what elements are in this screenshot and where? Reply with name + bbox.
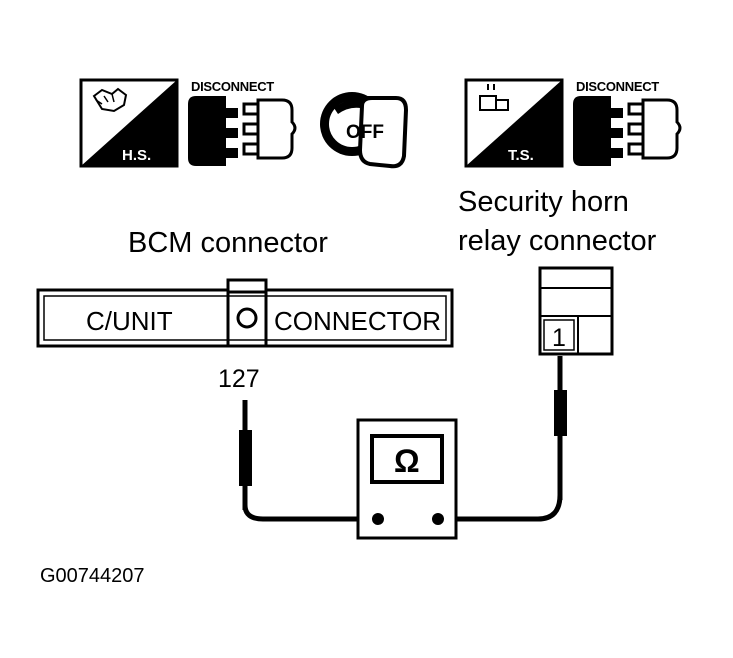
disconnect-label-1: DISCONNECT xyxy=(191,79,274,94)
disconnect-connector-icon-1: DISCONNECT xyxy=(188,79,297,166)
ohmmeter-right-jack xyxy=(432,513,444,525)
ohmmeter-left-jack xyxy=(372,513,384,525)
ohmmeter: Ω xyxy=(356,418,458,540)
bcm-latch-circle xyxy=(236,307,258,329)
ohm-symbol: Ω xyxy=(394,443,420,479)
security-horn-label-line2: relay connector xyxy=(458,225,657,257)
bcm-connector-label: BCM connector xyxy=(128,227,328,259)
security-horn-relay-connector: 1 xyxy=(538,266,614,356)
left-probe xyxy=(239,400,252,510)
left-test-lead xyxy=(242,504,378,522)
right-probe xyxy=(554,356,567,500)
ignition-switch-badge-text: T.S. xyxy=(508,147,534,164)
bcm-connector: C/UNIT CONNECTOR 127 xyxy=(36,278,454,393)
ignition-switch-icon: T.S. xyxy=(464,78,564,168)
security-horn-label-line1: Security horn xyxy=(458,186,629,218)
ignition-key-off-icon: OFF xyxy=(320,92,409,169)
hand-switch-badge-text: H.S. xyxy=(122,147,151,164)
right-test-lead xyxy=(438,494,563,522)
ignition-off-label: OFF xyxy=(346,122,384,143)
bcm-terminal-127: 127 xyxy=(218,365,260,393)
hand-switch-icon: H.S. xyxy=(79,78,179,168)
figure-code: G00744207 xyxy=(40,565,145,587)
relay-terminal-1: 1 xyxy=(552,324,566,352)
disconnect-label-2: DISCONNECT xyxy=(576,79,659,94)
bcm-connector-text: CONNECTOR xyxy=(274,306,441,336)
bcm-cunit-text: C/UNIT xyxy=(86,306,173,336)
disconnect-connector-icon-2: DISCONNECT xyxy=(573,79,682,166)
